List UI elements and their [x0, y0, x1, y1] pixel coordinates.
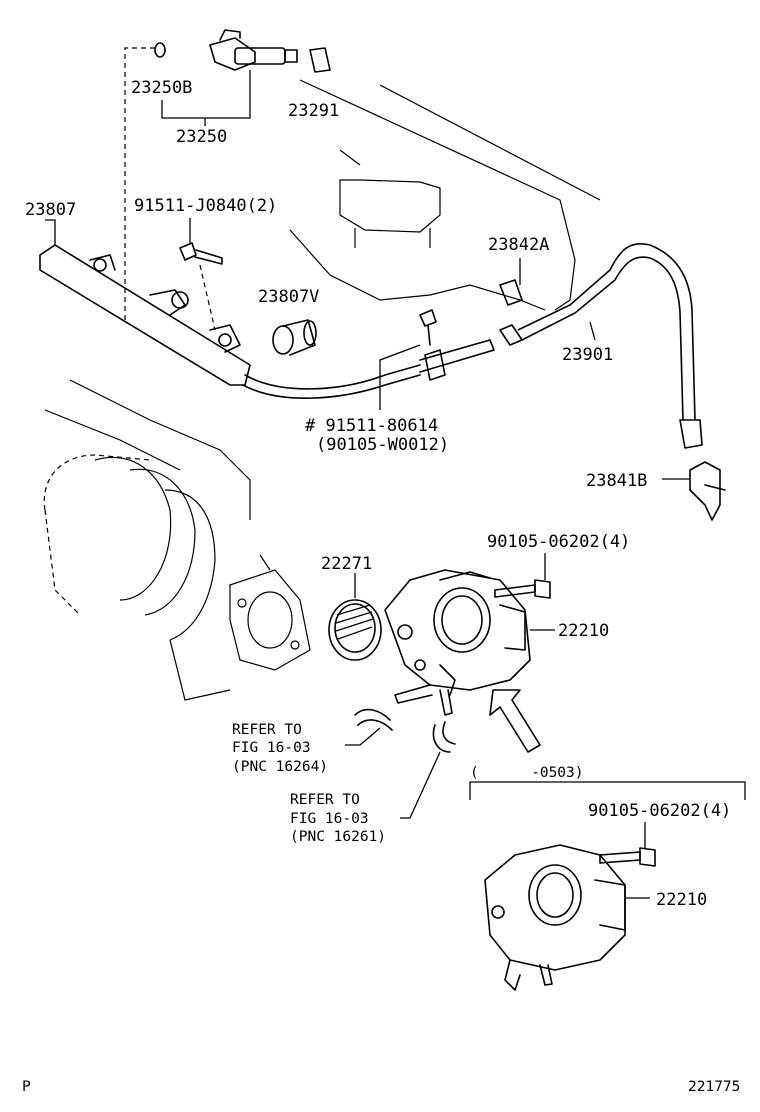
clip-23842A [499, 279, 523, 306]
bolt-90105-06202-upper [494, 579, 551, 599]
refer-note-1-line2: FIG 16-03 [232, 740, 311, 756]
fuel-delivery-pipe [39, 244, 495, 399]
throttle-body-main [384, 569, 531, 716]
airflow-arrow [489, 689, 541, 753]
label-90105-W0012: (90105-W0012) [316, 435, 449, 455]
label-23807: 23807 [25, 200, 76, 220]
label-23291: 23291 [288, 101, 339, 121]
label-91511-J0840: 91511-J0840(2) [134, 196, 277, 216]
throttle-body-alt [484, 844, 626, 991]
intake-manifold-outline [43, 379, 311, 701]
label-23250: 23250 [176, 127, 227, 147]
label-date-range: ( -0503) [470, 765, 584, 781]
label-23807V: 23807V [258, 287, 319, 307]
bolt-90105-06202-lower [599, 847, 656, 867]
vacuum-hoses [354, 708, 456, 753]
label-23842A: 23842A [488, 235, 549, 255]
label-22271: 22271 [321, 554, 372, 574]
throttle-body-gasket-22271 [328, 599, 382, 661]
label-91511-80614: # 91511-80614 [305, 416, 438, 436]
corner-letter: P [22, 1079, 31, 1095]
figure-id: 221775 [688, 1079, 740, 1095]
refer-note-1-line3: (PNC 16264) [232, 759, 328, 775]
hose-connector-23841B [689, 461, 726, 521]
insulator-23807V [272, 319, 317, 356]
label-90105-06202-upper: 90105-06202(4) [487, 532, 630, 552]
bolt-91511-J0840 [179, 242, 223, 331]
refer-note-2-line1: REFER TO [290, 792, 360, 808]
label-23901: 23901 [562, 345, 613, 365]
bolt-91511-80614 [419, 309, 446, 381]
label-90105-06202-lower: 90105-06202(4) [588, 801, 731, 821]
injector-insulator-23291 [309, 47, 331, 73]
o-ring-23250B [154, 42, 166, 58]
label-23841B: 23841B [586, 471, 647, 491]
fuel-hose-23901 [499, 243, 703, 449]
engine-block-outline [289, 79, 601, 311]
label-23250B: 23250B [131, 78, 192, 98]
refer-note-2-line3: (PNC 16261) [290, 829, 386, 845]
fuel-injector [124, 29, 331, 320]
refer-note-1-line1: REFER TO [232, 722, 302, 738]
label-22210-main: 22210 [558, 621, 609, 641]
refer-note-2-line2: FIG 16-03 [290, 811, 369, 827]
label-22210-alt: 22210 [656, 890, 707, 910]
